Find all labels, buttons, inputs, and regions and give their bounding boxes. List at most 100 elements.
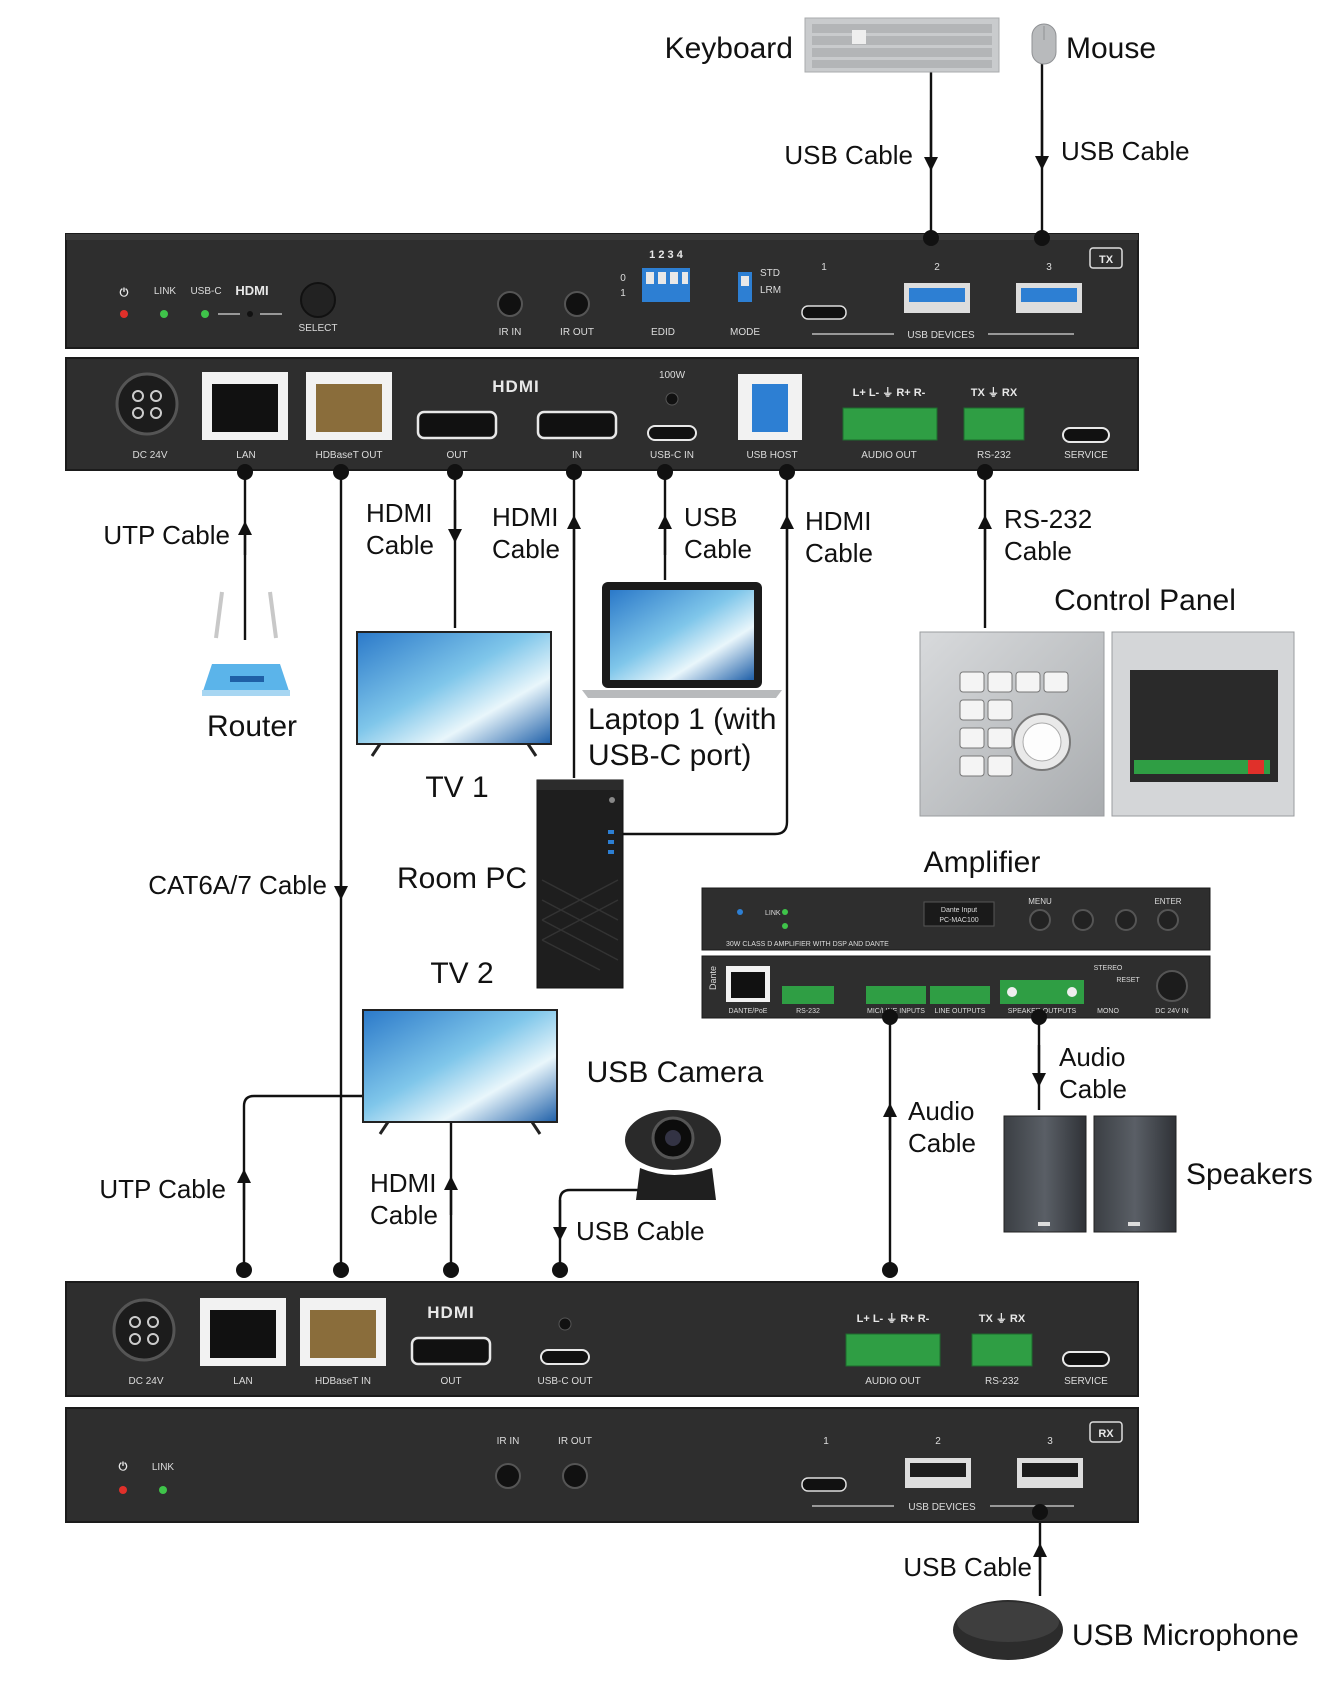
mode-label: MODE <box>730 327 760 338</box>
lrm-label: LRM <box>760 285 781 296</box>
tx-rear-panel: DC 24V LAN HDBaseT OUT HDMI OUT IN 100W … <box>65 357 1139 471</box>
dip-numbers: 1 2 3 4 <box>649 249 684 261</box>
room-pc-label: Room PC <box>397 862 527 895</box>
power-icon: ⏻ <box>120 286 129 299</box>
usbc-out-label: USB-C OUT <box>538 1376 593 1387</box>
amp-line-outputs: LINE OUTPUTS <box>935 1008 986 1015</box>
wire-camera <box>558 1188 640 1270</box>
amp-title-strip: 30W CLASS D AMPLIFIER WITH DSP AND DANTE <box>726 941 889 948</box>
usb-camera-illustration <box>625 1110 721 1200</box>
rx-lan-label: LAN <box>233 1376 252 1387</box>
usb-camera-label: USB Camera <box>587 1056 764 1089</box>
amp-reset: RESET <box>1116 977 1140 984</box>
laptop-label-2: USB-C port) <box>588 739 751 772</box>
amp-mic-line-inputs: MIC/LINE INPUTS <box>867 1008 925 1015</box>
usbc-port-1 <box>801 305 847 320</box>
tv2-illustration <box>362 1009 558 1135</box>
svg-text:3: 3 <box>1046 262 1052 273</box>
service-port <box>1062 427 1110 443</box>
rx-service-label: SERVICE <box>1064 1376 1108 1387</box>
rx-badge: RX <box>1098 1428 1114 1440</box>
rx-power-led <box>119 1486 127 1494</box>
cable-label-tv2-b: Cable <box>370 1200 438 1230</box>
svg-text:0: 0 <box>620 273 626 284</box>
service-label: SERVICE <box>1064 450 1108 461</box>
rx-front-panel: RX ⏻ LINK IR IN IR OUT 1 2 3 USB DEVICES <box>65 1407 1139 1523</box>
select-label: SELECT <box>299 323 338 334</box>
control-panel-illustration <box>919 631 1295 817</box>
cable-label-amp-a: Audio <box>908 1096 975 1126</box>
cable-label-pcusb-a: HDMI <box>805 506 871 536</box>
speakers-label: Speakers <box>1186 1158 1313 1191</box>
hdmi-label: HDMI <box>235 283 268 298</box>
amp-dante-logo: Dante <box>708 966 718 990</box>
usbc-in-label: USB-C IN <box>650 450 694 461</box>
link-led <box>160 310 168 318</box>
wire-rx-lan <box>242 1094 362 1270</box>
watt-label: 100W <box>659 370 686 381</box>
cable-label-pc-b: Cable <box>492 534 560 564</box>
rx-rear-panel: DC 24V LAN HDBaseT IN HDMI OUT USB-C OUT… <box>65 1281 1139 1397</box>
cable-label-keyboard: USB Cable <box>784 140 913 170</box>
rx-audio-out-label: AUDIO OUT <box>865 1376 921 1387</box>
amp-menu: MENU <box>1028 897 1052 906</box>
amp-dc: DC 24V IN <box>1155 1008 1188 1015</box>
rx-dc-label: DC 24V <box>128 1376 163 1387</box>
cable-label-rs232-a: RS-232 <box>1004 504 1092 534</box>
dc-label: DC 24V <box>132 450 167 461</box>
hdmi-in-label: IN <box>572 450 582 461</box>
std-label: STD <box>760 268 780 279</box>
amplifier-illustration: 30W CLASS D AMPLIFIER WITH DSP AND DANTE… <box>701 887 1211 1019</box>
amplifier-label: Amplifier <box>924 846 1041 879</box>
rx-badge-box <box>1089 1421 1123 1443</box>
svg-text:1: 1 <box>821 262 827 273</box>
rx-hdmi-out-label: OUT <box>440 1376 461 1387</box>
ir-out-jack <box>564 291 590 317</box>
mouse-illustration <box>1031 23 1057 65</box>
rx-dc-power-jack <box>112 1298 176 1362</box>
audio-out-label: AUDIO OUT <box>861 450 917 461</box>
keyboard-illustration <box>804 17 1000 73</box>
power-led <box>120 310 128 318</box>
tv1-illustration <box>356 631 552 757</box>
amp-stereo: STEREO <box>1094 965 1123 972</box>
edid-label: EDID <box>651 327 675 338</box>
select-button <box>300 282 336 318</box>
rx-hdmi-out-port <box>410 1336 492 1366</box>
usb-devices-label: USB DEVICES <box>907 330 975 341</box>
svg-text:2: 2 <box>934 262 940 273</box>
rx-power-icon: ⏻ <box>119 1460 128 1473</box>
cable-labels: USB Cable USB Cable UTP Cable HDMI Cable… <box>99 136 1189 1582</box>
room-pc-illustration <box>536 779 624 989</box>
rx-ir-in-jack <box>495 1463 521 1489</box>
hdmi-out-port <box>416 410 498 440</box>
amp-dante-port: DANTE/PoE <box>729 1008 768 1015</box>
cable-label-pcusb-b: Cable <box>805 538 873 568</box>
hdmi-out-label: OUT <box>446 450 467 461</box>
cable-label-mic: USB Cable <box>903 1552 1032 1582</box>
usbc-out-port <box>540 1349 590 1365</box>
rx-link-led <box>159 1486 167 1494</box>
cable-label-speakers-b: Cable <box>1059 1074 1127 1104</box>
audio-out-terminal <box>842 407 938 441</box>
rs-pins-label: TX ⏚ RX <box>971 386 1018 399</box>
rx-rs232-terminal <box>971 1333 1033 1367</box>
lan-label: LAN <box>236 450 255 461</box>
cable-label-tv1-b: Cable <box>366 530 434 560</box>
rx-hdmi-logo: HDMI <box>427 1303 474 1322</box>
ir-in-label: IR IN <box>499 327 522 338</box>
laptop-illustration <box>582 582 782 698</box>
cable-label-laptop-a: USB <box>684 502 737 532</box>
rx-usbc-port-1 <box>801 1477 847 1492</box>
hdbaset-in-label: HDBaseT IN <box>315 1376 371 1387</box>
tv1-label: TV 1 <box>425 771 488 804</box>
ir-out-label: IR OUT <box>560 327 594 338</box>
amp-model: PC-MAC100 <box>939 917 978 924</box>
amp-link: LINK <box>765 910 781 917</box>
laptop-label-1: Laptop 1 (with <box>588 703 776 736</box>
usbc-in-port <box>647 425 697 441</box>
rx-audio-pins-label: L+ L- ⏚ R+ R- <box>857 1312 930 1325</box>
rx-service-port <box>1062 1351 1110 1367</box>
cable-label-speakers-a: Audio <box>1059 1042 1126 1072</box>
